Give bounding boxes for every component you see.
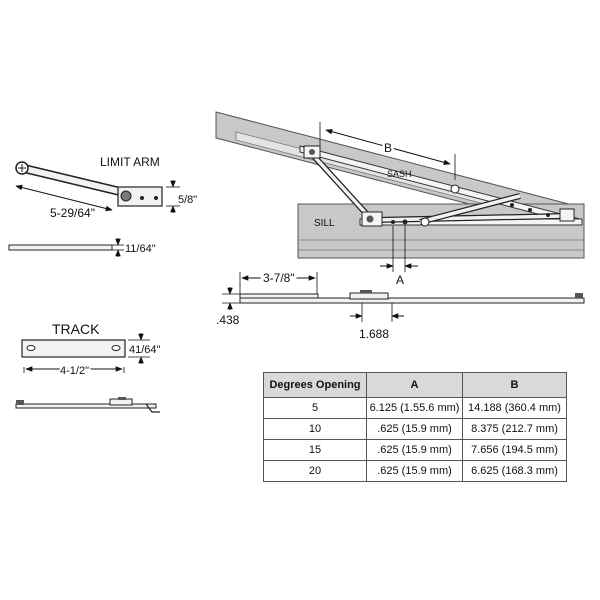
table-cell: 20 [263, 460, 367, 482]
limit-arm-title: LIMIT ARM [100, 155, 160, 169]
height-dimension-label: .438 [216, 313, 240, 327]
dimension-a-label: A [396, 273, 404, 287]
track-plate [21, 339, 126, 358]
table-row: 10 .625 (15.9 mm) 8.375 (212.7 mm) [263, 418, 567, 440]
offset-dimension-label: 3-7/8" [263, 271, 295, 285]
table-cell: 6.125 (1.55.6 mm) [366, 397, 463, 419]
column-header-b: B [462, 372, 567, 398]
sash-label: SASH [387, 169, 412, 179]
track-side-view [15, 403, 157, 409]
table-cell: 8.375 (212.7 mm) [462, 418, 567, 440]
column-header-degrees: Degrees Opening [263, 372, 367, 398]
table-cell: 14.188 (360.4 mm) [462, 397, 567, 419]
limit-arm-height-label: 5/8" [178, 194, 197, 206]
limit-arm-view: 5-29/64" LIMIT ARM 5/8" 11/64" [8, 155, 197, 257]
limit-arm-side-view [8, 244, 113, 251]
sill-label: SILL [314, 218, 335, 229]
table-cell: .625 (15.9 mm) [366, 418, 463, 440]
table-cell: 7.656 (194.5 mm) [462, 439, 567, 461]
limit-arm-thickness-label: 11/64" [125, 243, 156, 255]
opening-spec-table: Degrees Opening A B 5 6.125 (1.55.6 mm) … [263, 372, 567, 482]
table-row: 20 .625 (15.9 mm) 6.625 (168.3 mm) [263, 460, 567, 482]
column-header-a: A [366, 372, 463, 398]
table-cell: 15 [263, 439, 367, 461]
assembly-view: SASH SILL B A [215, 111, 585, 287]
assembly-side-profile: 3-7/8" .438 1.688 [216, 269, 585, 341]
table-cell: .625 (15.9 mm) [366, 460, 463, 482]
table-row: 15 .625 (15.9 mm) 7.656 (194.5 mm) [263, 439, 567, 461]
track-view: TRACK 4-1/2" 41/64" [15, 321, 161, 413]
table-header-row: Degrees Opening A B [263, 372, 567, 398]
track-height-label: 41/64" [129, 344, 161, 356]
table-cell: 5 [263, 397, 367, 419]
stop-dimension-label: 1.688 [359, 327, 389, 341]
table-cell: 10 [263, 418, 367, 440]
table-cell: 6.625 (168.3 mm) [462, 460, 567, 482]
table-row: 5 6.125 (1.55.6 mm) 14.188 (360.4 mm) [263, 397, 567, 419]
limit-arm-length-label: 5-29/64" [50, 206, 95, 220]
dimension-b-label: B [384, 141, 392, 155]
track-title: TRACK [52, 321, 100, 337]
table-cell: .625 (15.9 mm) [366, 439, 463, 461]
track-length-label: 4-1/2" [60, 365, 89, 377]
